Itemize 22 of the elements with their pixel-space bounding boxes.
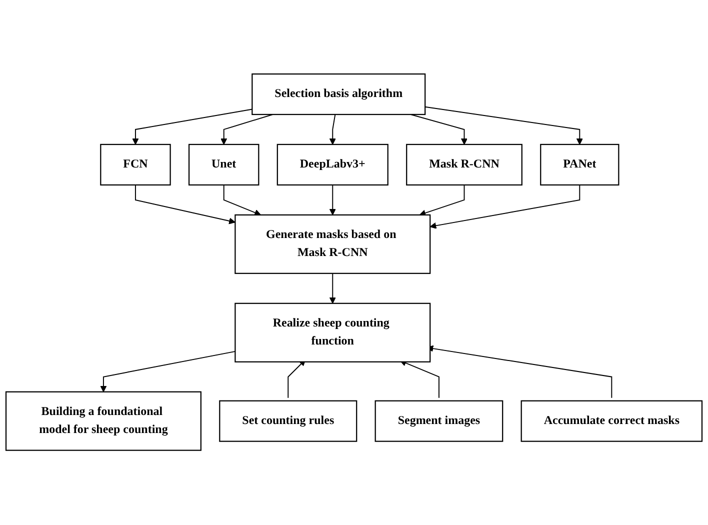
node-box: Mask R-CNN <box>406 144 522 186</box>
node-box: Set counting rules <box>219 400 358 442</box>
node-box: Unet <box>188 144 260 186</box>
arrow <box>223 184 262 216</box>
node-box: Segment images <box>374 400 504 442</box>
arrow <box>100 351 236 392</box>
arrow <box>424 106 583 146</box>
node-box: Accumulate correct masks <box>520 400 703 442</box>
arrow <box>132 109 253 146</box>
node-box: Building a foundational model for sheep counting <box>5 392 202 452</box>
node-box: FCN <box>100 144 171 186</box>
node-box: Realize sheep counting function <box>234 303 431 363</box>
arrow <box>430 184 580 230</box>
node-box: Generate masks based on Mask R-CNN <box>234 214 431 274</box>
arrow <box>134 184 236 225</box>
arrow <box>419 184 465 216</box>
node-box: PANet <box>540 144 620 186</box>
node-box: Selection basis algorithm <box>252 74 426 116</box>
arrow <box>329 273 336 304</box>
node-box: DeepLabv3+ <box>276 144 388 186</box>
arrow <box>329 114 336 146</box>
arrow <box>329 184 336 216</box>
